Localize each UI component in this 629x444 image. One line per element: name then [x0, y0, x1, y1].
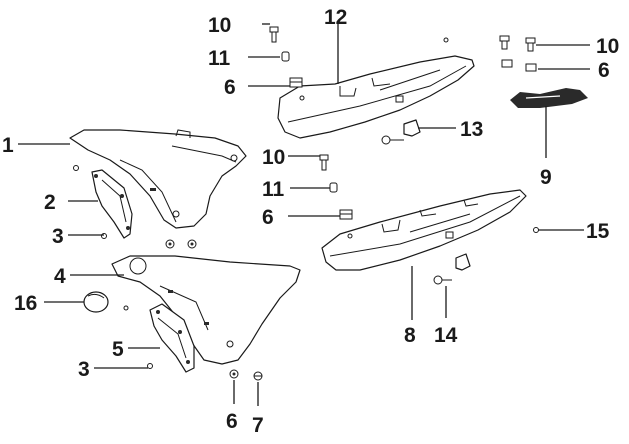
- callout-8: 8: [404, 324, 416, 347]
- callout-3b: 3: [78, 358, 90, 381]
- part-15-screw: [533, 227, 539, 233]
- leader-lines: [18, 23, 590, 406]
- callout-labels: 1 2 3 4 16 5 3 6 7 10 11 6 12 10 6 9 13 …: [2, 6, 619, 437]
- callout-10a: 10: [208, 14, 231, 37]
- fastener-group-front: [73, 165, 197, 249]
- callout-3a: 3: [52, 225, 64, 248]
- callout-6b: 6: [598, 59, 610, 82]
- fastener-10c-screw-b: [525, 37, 536, 52]
- part-9-emblem: [510, 88, 588, 108]
- fastener-10a-screw: [269, 26, 279, 43]
- fastener-7-bottom: [253, 371, 263, 381]
- fastener-11-mid-grommet: [329, 182, 338, 193]
- part-1-front-side-panel: [69, 129, 247, 229]
- callout-9: 9: [540, 166, 552, 189]
- callout-13: 13: [460, 118, 483, 141]
- fastener-10-mid-screw: [319, 154, 329, 171]
- callout-5: 5: [112, 338, 124, 361]
- callout-6a: 6: [224, 76, 236, 99]
- small-screw: [123, 305, 129, 311]
- part-12-upper-side-cover: [277, 55, 475, 139]
- callout-11b: 11: [262, 178, 285, 201]
- callout-1: 1: [2, 134, 14, 157]
- callout-16: 16: [14, 292, 37, 315]
- fastener-6-bottom: [229, 369, 239, 379]
- callout-12: 12: [324, 6, 347, 29]
- callout-4: 4: [54, 265, 66, 288]
- callout-2: 2: [44, 191, 56, 214]
- fastener-6b-nuts: [501, 59, 537, 72]
- part-2-front-bracket: [91, 169, 133, 239]
- part-4-rear-side-panel: [111, 255, 301, 365]
- fastener-10b-screw-a: [499, 35, 510, 50]
- callout-14: 14: [434, 324, 458, 347]
- part-14-bolt-clip: [433, 253, 471, 285]
- small-screw-top: [443, 37, 449, 43]
- part-13-bolt-clip: [381, 119, 421, 145]
- callout-7: 7: [252, 414, 264, 437]
- fastener-6-mid-nut: [339, 209, 353, 220]
- callout-6c: 6: [262, 206, 274, 229]
- fastener-11a-grommet: [281, 51, 290, 62]
- callout-6d: 6: [226, 410, 238, 433]
- screw-3b: [147, 363, 153, 369]
- part-5-lower-bracket: [149, 303, 195, 373]
- callout-11a: 11: [208, 47, 231, 70]
- part-16-round-cap: [83, 291, 109, 313]
- callout-15: 15: [586, 220, 610, 243]
- callout-10c: 10: [262, 146, 285, 169]
- fastener-6a-nut: [289, 77, 303, 88]
- part-8-lower-side-cover: [321, 189, 527, 271]
- callout-10b: 10: [596, 35, 619, 58]
